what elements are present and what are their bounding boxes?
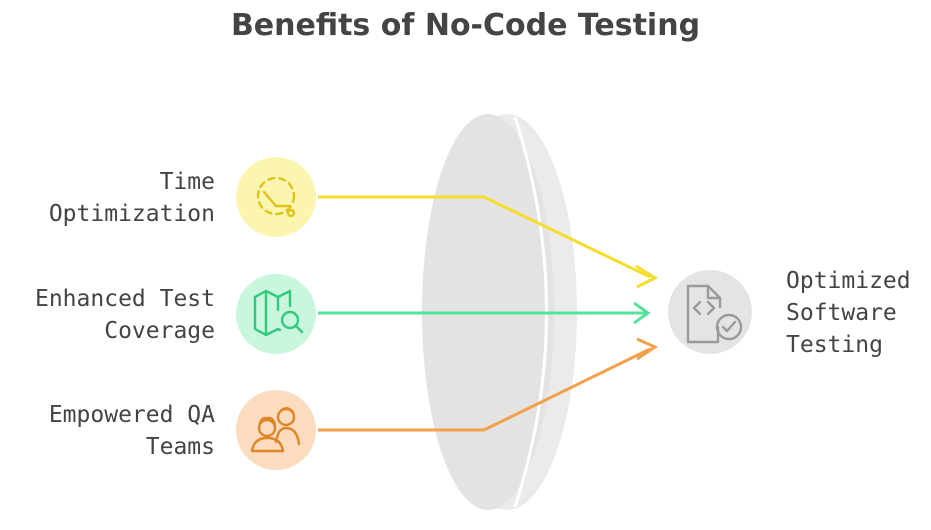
label-teams: Empowered QA Teams xyxy=(0,399,215,463)
label-output: Optimized Software Testing xyxy=(786,265,931,361)
arrow-head-time xyxy=(635,264,659,289)
arrow-teams xyxy=(318,347,651,432)
label-teams-line-2: Teams xyxy=(145,434,215,460)
label-time-line-2: Optimization xyxy=(48,201,215,227)
node-time-circle xyxy=(236,157,316,237)
code-file-check-icon xyxy=(686,284,743,344)
label-coverage-line-2: Coverage xyxy=(104,318,215,344)
team-icon xyxy=(250,407,301,453)
diagram-title: Benefits of No-Code Testing xyxy=(230,8,701,43)
label-coverage: Enhanced Test Coverage xyxy=(0,283,215,347)
arrow-head-teams xyxy=(636,337,659,361)
label-coverage-line-1: Enhanced Test xyxy=(34,286,215,312)
node-coverage xyxy=(236,274,316,354)
label-time: Time Optimization xyxy=(0,166,215,230)
label-output-line-2: Software xyxy=(786,300,897,326)
clock-icon xyxy=(256,176,296,218)
label-output-line-3: Testing xyxy=(786,332,883,358)
node-teams-circle xyxy=(236,390,316,470)
arrow-time xyxy=(318,195,651,279)
arrow-head-coverage xyxy=(633,301,651,325)
map-search-icon xyxy=(253,289,304,337)
connectors xyxy=(318,195,659,432)
label-output-line-1: Optimized xyxy=(786,268,911,294)
node-teams xyxy=(236,390,316,470)
label-time-line-1: Time xyxy=(159,169,215,195)
node-time xyxy=(236,157,316,237)
node-coverage-circle xyxy=(236,274,316,354)
label-teams-line-1: Empowered QA xyxy=(48,402,215,428)
node-output xyxy=(668,270,752,354)
